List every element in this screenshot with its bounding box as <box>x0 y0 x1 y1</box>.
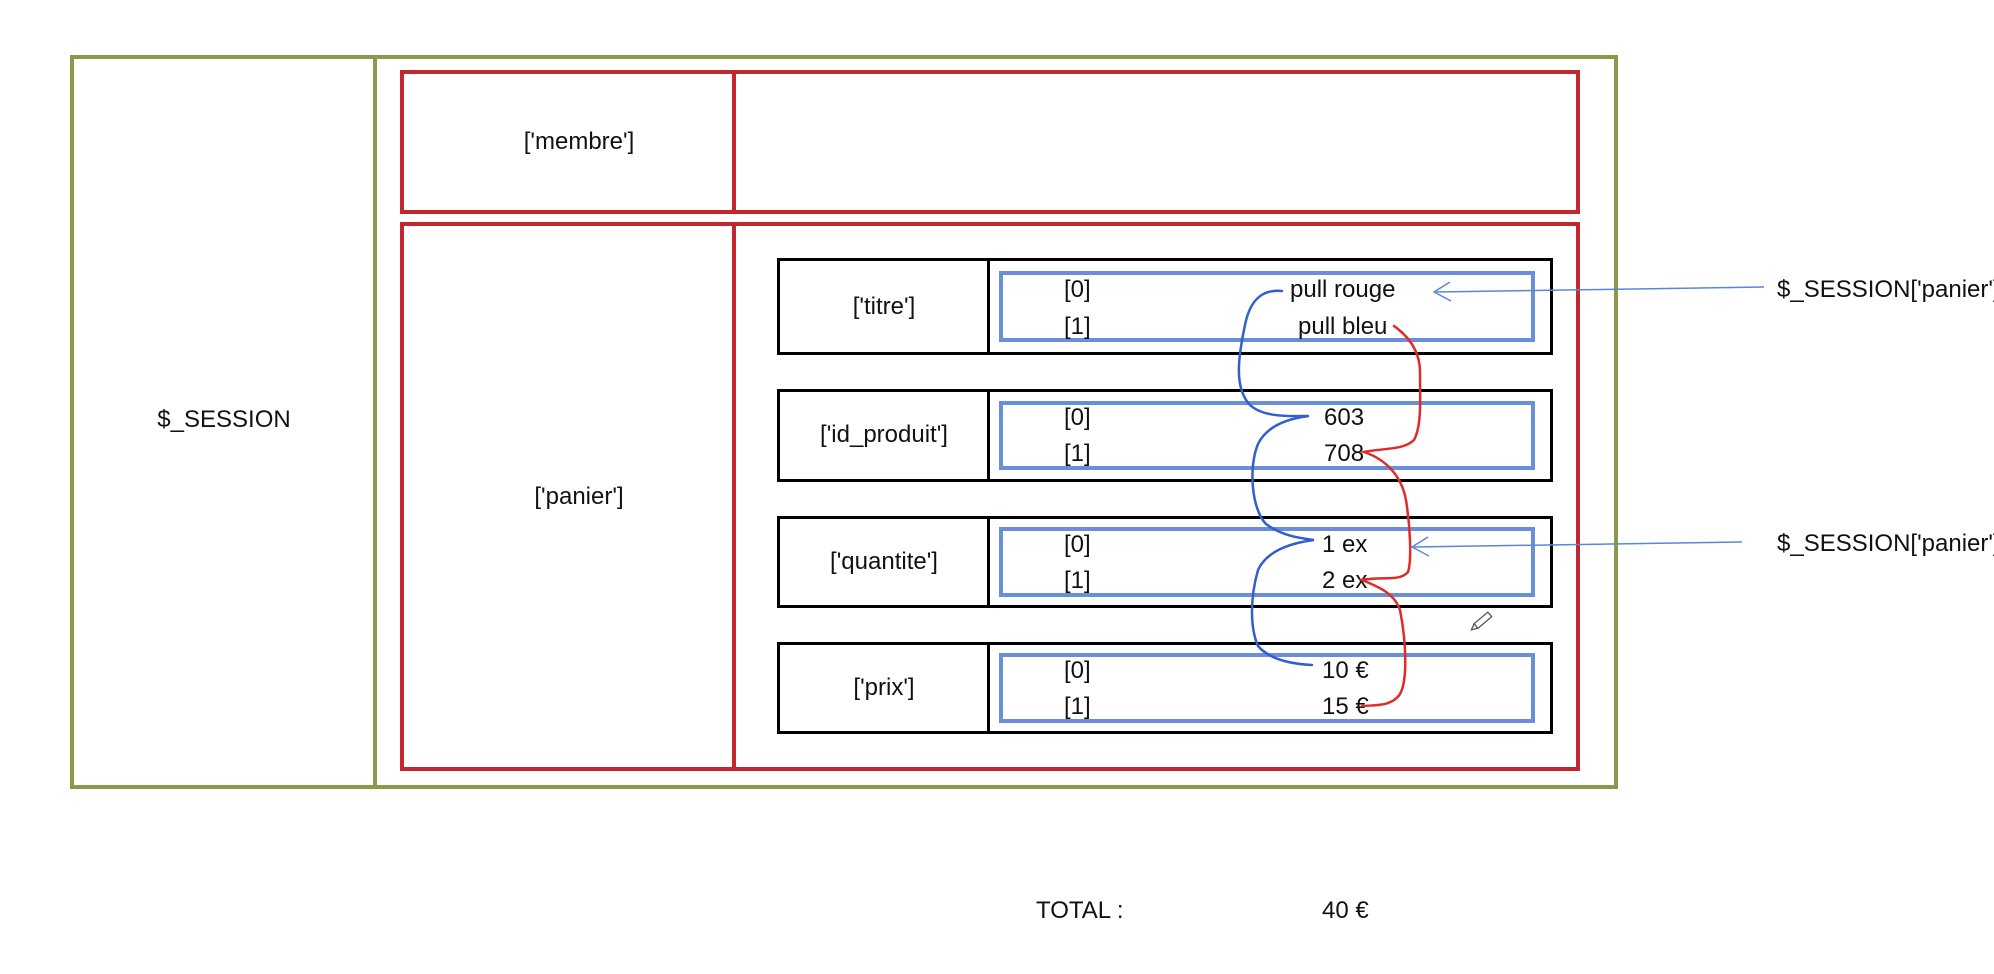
row-divider <box>987 645 990 731</box>
row-key: ['id_produit'] <box>820 421 948 448</box>
session-label: $_SESSION <box>157 406 291 433</box>
row-key: ['titre'] <box>852 293 916 320</box>
arrow-head <box>1410 536 1430 557</box>
row-value: 2 ex <box>1322 567 1368 594</box>
membre-divider <box>732 70 736 214</box>
value-box <box>999 401 1535 470</box>
annotation-label: $_SESSION['panier'] <box>1777 530 1994 557</box>
row-divider <box>987 519 990 605</box>
total-value: 40 € <box>1322 897 1369 924</box>
arrow-line <box>1435 286 1765 293</box>
row-divider <box>987 261 990 352</box>
value-box <box>999 271 1535 342</box>
panier-divider <box>732 222 736 771</box>
panier-label: ['panier'] <box>534 483 624 510</box>
row-index: [0] <box>1064 276 1091 303</box>
row-value: 10 € <box>1322 657 1369 684</box>
session-divider <box>373 55 377 789</box>
row-quantite <box>777 516 1553 608</box>
row-value: 603 <box>1324 404 1365 431</box>
panier-box <box>400 222 1580 771</box>
blue-link-line <box>1237 289 1315 667</box>
red-link-line <box>1357 324 1422 708</box>
row-index: [0] <box>1064 531 1091 558</box>
arrow-line <box>1413 541 1743 548</box>
membre-box <box>400 70 1580 214</box>
annotation-label: $_SESSION['panier'] <box>1777 276 1994 303</box>
pencil-cursor-icon <box>1470 611 1493 631</box>
total-label: TOTAL : <box>1036 897 1124 924</box>
row-divider <box>987 392 990 479</box>
row-index: [1] <box>1064 693 1091 720</box>
value-box <box>999 527 1535 597</box>
row-index: [1] <box>1064 440 1091 467</box>
row-value: pull bleu <box>1298 313 1388 340</box>
row-index: [0] <box>1064 404 1091 431</box>
row-key: ['quantite'] <box>830 548 938 575</box>
row-key: ['prix'] <box>853 674 915 701</box>
row-index: [0] <box>1064 657 1091 684</box>
row-value: 1 ex <box>1322 531 1368 558</box>
membre-label: ['membre'] <box>523 128 635 155</box>
row-id-produit <box>777 389 1553 482</box>
arrow-head <box>1432 281 1452 302</box>
row-value: 708 <box>1324 440 1365 467</box>
row-index: [1] <box>1064 567 1091 594</box>
row-value: pull rouge <box>1290 276 1396 303</box>
session-outer-box <box>70 55 1618 789</box>
row-index: [1] <box>1064 313 1091 340</box>
row-titre <box>777 258 1553 355</box>
